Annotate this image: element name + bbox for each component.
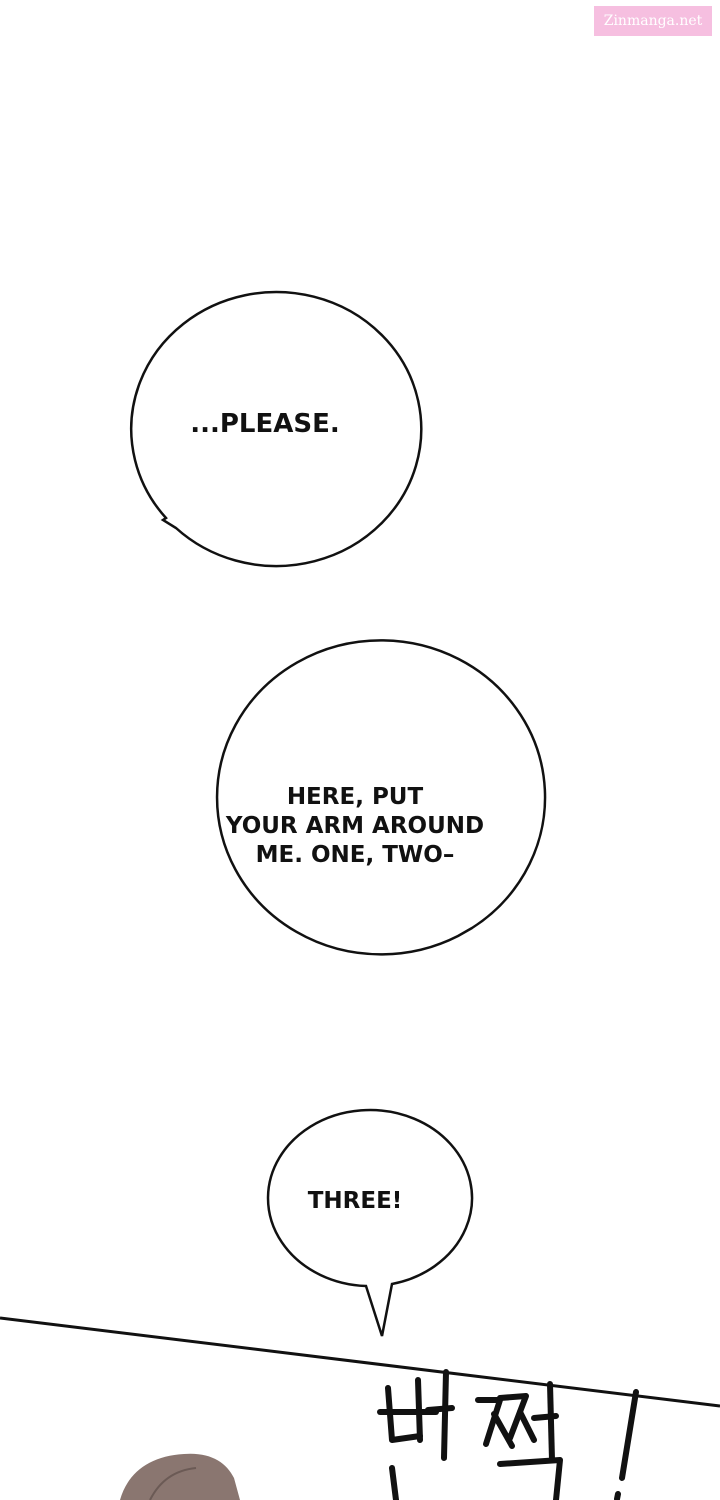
sfx-lettering xyxy=(377,1369,639,1500)
bubble-1-text: ...PLEASE. xyxy=(190,409,340,439)
speech-bubble-1 xyxy=(130,290,423,568)
bubble-2-line-3: ME. ONE, TWO– xyxy=(255,841,455,868)
character-hair xyxy=(120,1453,240,1500)
bubble-3-text: THREE! xyxy=(307,1188,403,1214)
watermark: Zinmanga.net xyxy=(594,6,712,36)
speech-bubble-3 xyxy=(266,1108,474,1337)
panel-border xyxy=(0,1316,720,1408)
bubble-2-line-1: HERE, PUT xyxy=(286,784,424,810)
speech-bubble-2 xyxy=(215,639,547,956)
bubble-2-line-2: YOUR ARM AROUND xyxy=(225,812,485,839)
bubble-2-text: HERE, PUT YOUR ARM AROUND ME. ONE, TWO– xyxy=(210,783,500,869)
